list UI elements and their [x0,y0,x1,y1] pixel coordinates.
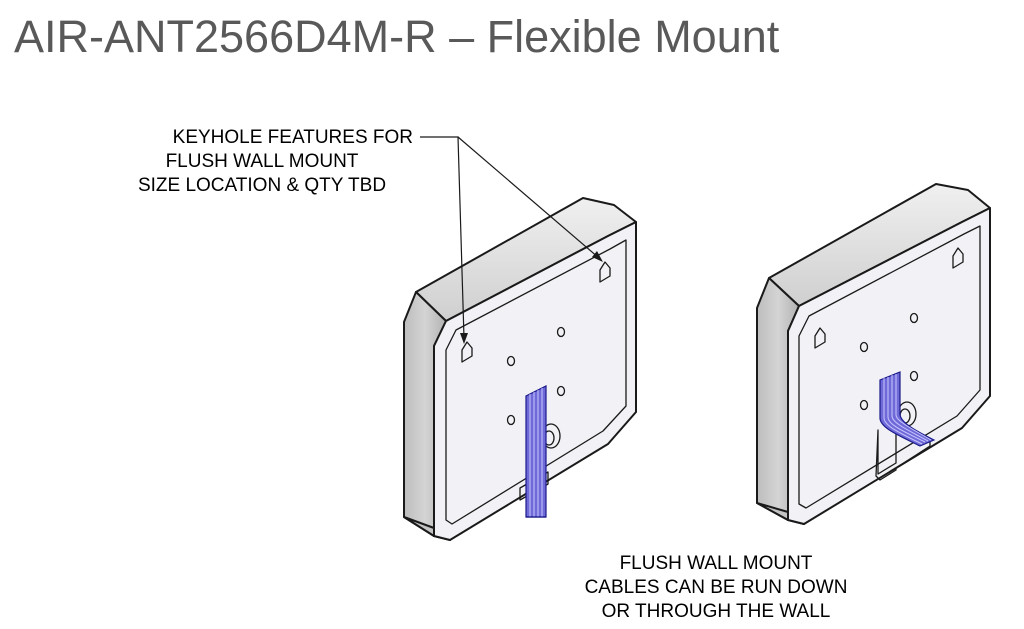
left-mount-front-frame [433,221,637,541]
screw-hole-icon [859,341,869,353]
screw-hole-icon [556,326,566,338]
left-keyhole-icon [461,341,473,363]
keyhole-callout-line-3: SIZE LOCATION & QTY TBD [138,175,386,196]
keyhole-arrowhead-icon [460,333,468,344]
screw-hole-icon [909,312,919,324]
keyhole-callout-line-2: FLUSH WALL MOUNT [166,151,359,172]
keyhole-callout-line-1: KEYHOLE FEATURES FOR [173,127,413,148]
right-keyhole-icon [952,247,964,269]
right-mount [756,183,991,525]
right-mount-cable-channel [875,419,931,481]
left-mount [403,197,637,541]
keyhole-arrowhead-icon [592,251,603,262]
screw-hole-icon [909,370,919,382]
flush-callout-line-2: CABLES CAN BE RUN DOWN [585,577,848,598]
left-mount-cable-bundle [525,385,547,518]
right-mount-face [798,225,981,509]
screw-hole-icon [859,399,869,411]
flush-callout-line-3: OR THROUGH THE WALL [602,601,831,622]
right-mount-front-frame [787,207,991,525]
flush-mount-callout: FLUSH WALL MOUNT CABLES CAN BE RUN DOWN … [585,553,848,622]
keyhole-callout: KEYHOLE FEATURES FOR FLUSH WALL MOUNT SI… [138,127,603,344]
screw-hole-icon [506,355,516,367]
keyhole-leader-line [457,136,600,259]
screw-hole-icon [506,414,516,426]
right-mount-cable-bundle [879,371,936,447]
right-keyhole-icon [599,261,611,283]
slide-title: AIR-ANT2566D4M-R – Flexible Mount [14,11,780,62]
screw-hole-icon [556,385,566,397]
left-keyhole-icon [814,327,826,349]
flush-callout-line-1: FLUSH WALL MOUNT [620,553,813,574]
left-mount-face [445,239,627,525]
